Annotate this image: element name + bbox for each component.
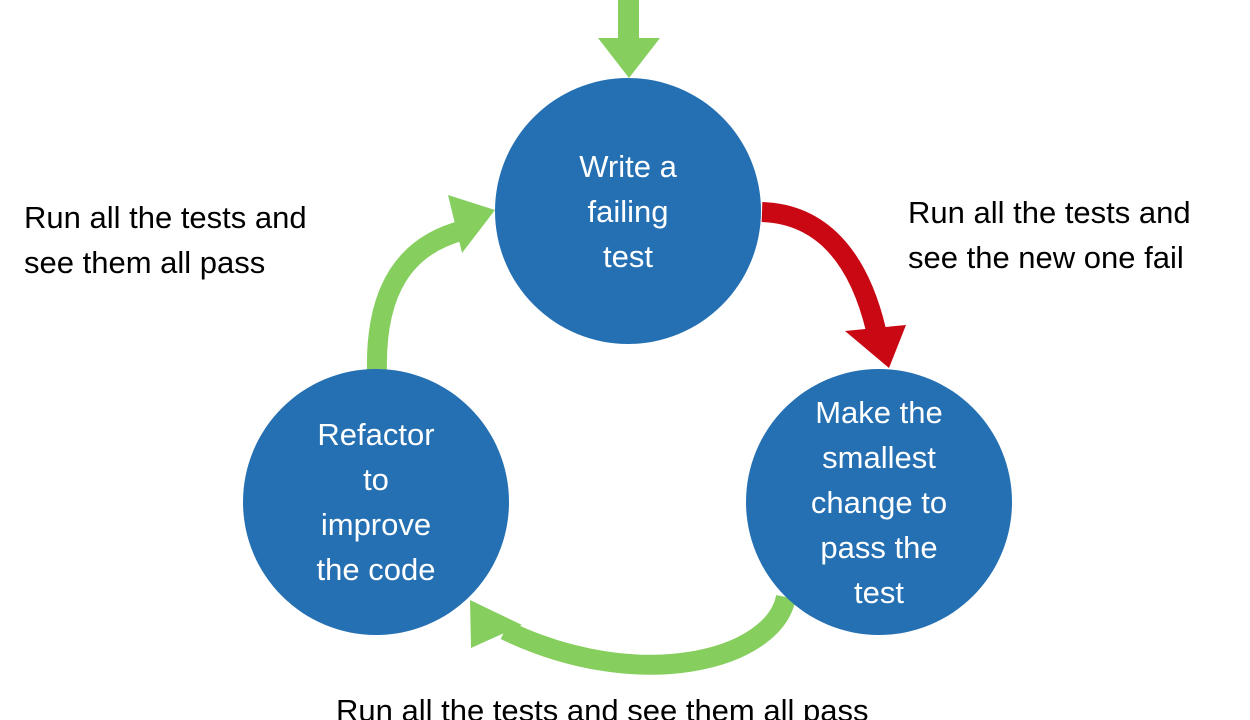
make-smallest-change-node: Make the smallest change to pass the tes…	[746, 369, 1012, 635]
write-failing-test-node: Write a failing test	[495, 78, 761, 344]
pass-curved-arrow-icon-bottom	[470, 594, 796, 675]
refactor-node: Refactor to improve the code	[243, 369, 509, 635]
pass-curved-arrow-icon-left	[366, 195, 495, 373]
caption-left-run-tests-pass: Run all the tests and see them all pass	[24, 200, 307, 280]
write-failing-test-label: Write a failing test	[579, 148, 677, 274]
fail-curved-arrow-icon	[761, 202, 906, 368]
caption-bottom-run-tests-pass: Run all the tests and see them all pass	[336, 693, 869, 720]
refactor-label: Refactor to improve the code	[316, 417, 436, 587]
caption-right-run-tests-fail: Run all the tests and see the new one fa…	[908, 195, 1191, 275]
make-smallest-change-label: Make the smallest change to pass the tes…	[810, 394, 948, 610]
entry-down-arrow-icon	[598, 0, 660, 78]
